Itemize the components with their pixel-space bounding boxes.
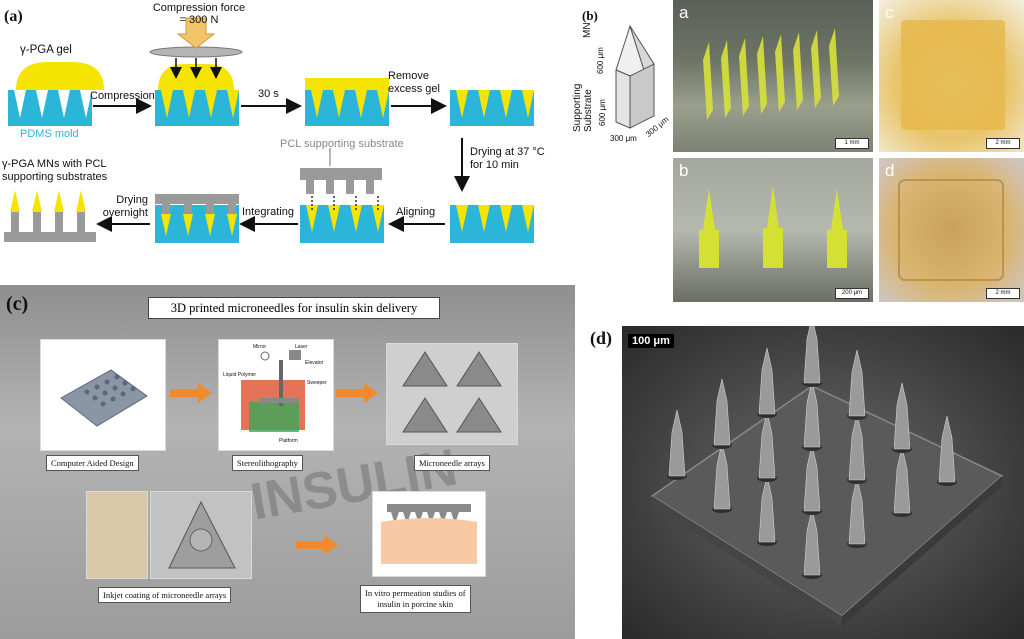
photo-a-letter: a [679, 3, 689, 22]
photo-d-letter: d [885, 161, 895, 180]
arrow-sla-to-arrays [336, 383, 378, 403]
step-aligning-label: Aligning [396, 206, 436, 218]
step-integrating-label: Integrating [242, 206, 294, 218]
mn-label: MN [582, 22, 593, 38]
substrate-height-label: 600 μm [598, 99, 607, 126]
caption-cad: Computer Aided Design [46, 455, 139, 471]
panel-c-label: (c) [6, 293, 29, 315]
panel-d: 100 μm [622, 326, 1024, 639]
microneedle-spike [802, 326, 822, 387]
sla-elevator: Elevator [305, 360, 324, 366]
photo-d-scalebar: 2 mm [986, 288, 1020, 299]
gel-blob-step1 [16, 62, 104, 90]
gel-label: γ-PGA gel [20, 44, 72, 56]
photo-b: b 200 μm [673, 158, 873, 302]
photo-c: c 2 mm [879, 0, 1024, 152]
sla-image: Mirror Laser Elevator Liquid Polymer Swe… [218, 339, 334, 451]
photo-b-scalebar: 200 μm [835, 288, 869, 299]
caption-sla: Stereolithography [232, 455, 303, 471]
photo-c-scalebar: 2 mm [986, 138, 1020, 149]
pdms-mold-step1 [8, 90, 92, 126]
step-drying-overnight-label: Drying overnight [102, 194, 148, 219]
result-label: γ-PGA MNs with PCL supporting substrates [2, 158, 108, 183]
photo-c-letter: c [885, 3, 894, 22]
panel-c: INSULIN (c) 3D printed microneedles for … [0, 285, 575, 639]
caption-permeation: In vitro permeation studies of insulin i… [360, 585, 471, 613]
microneedle-spike [892, 446, 912, 517]
microneedle-spike [667, 409, 687, 480]
microneedle-spike [802, 444, 822, 515]
arrow-cad-to-sla [170, 383, 212, 403]
sla-mirror: Mirror [253, 344, 267, 350]
final-mn-array [4, 190, 96, 242]
compression-force-label: Compression force = 300 N [152, 2, 246, 26]
permeation-image [372, 491, 486, 577]
panel-c-title: 3D printed microneedles for insulin skin… [148, 297, 440, 319]
panel-a: (a) [0, 0, 560, 260]
caption-inkjet: Inkjet coating of microneedle arrays [98, 587, 232, 603]
microneedle-spike [712, 378, 732, 449]
microneedle-spike [757, 475, 777, 546]
panel-d-label: (d) [590, 328, 612, 348]
pcl-substrate-step6 [300, 168, 382, 194]
scale-bar: 100 μm [628, 334, 674, 348]
mn-height-label: 600 μm [596, 47, 605, 74]
sla-platform: Platform [279, 438, 298, 444]
step-remove-gel-label: Remove excess gel [388, 70, 440, 95]
microneedle-spikes [667, 326, 957, 579]
press-plate [149, 17, 243, 58]
step-drying-label: Drying at 37 °C for 10 min [470, 146, 545, 171]
microneedle-spike [802, 380, 822, 451]
microneedle-spike [847, 477, 867, 548]
photo-a: a 1 mm [673, 0, 873, 152]
microneedle-spike [757, 411, 777, 482]
sla-laser: Laser [295, 344, 308, 350]
mn-unit-diagram [615, 24, 655, 129]
sla-liquid-polymer: Liquid Polymer [223, 372, 257, 378]
caption-arrays: Microneedle arrays [414, 455, 490, 471]
sla-sweeper: Sweeper [307, 380, 327, 386]
microneedle-spike [847, 413, 867, 484]
panel-b-label: (b) [582, 8, 598, 23]
panel-a-schematic [4, 17, 534, 243]
panel-a-label: (a) [4, 8, 23, 25]
mold-label: PDMS mold [20, 128, 79, 140]
microneedle-spike [892, 382, 912, 453]
microneedle-spike [847, 349, 867, 420]
width-label-1: 300 μm [610, 134, 637, 143]
cad-image [40, 339, 166, 451]
panel-b: (b) MN 600 μm Supporting Substrate 600 μ… [570, 0, 1024, 305]
photo-d: d 2 mm [879, 158, 1024, 302]
step-30s-label: 30 s [258, 88, 279, 100]
arrow-inkjet-to-permeation [296, 535, 338, 555]
microneedle-spike [937, 415, 957, 486]
inkjet-printer-image [86, 491, 148, 579]
microneedle-spike [757, 347, 777, 418]
coated-microneedle-image [150, 491, 252, 579]
photo-a-scalebar: 1 mm [835, 138, 869, 149]
microneedle-spike [802, 508, 822, 579]
microneedle-spike [712, 442, 732, 513]
pcl-substrate-label: PCL supporting substrate [280, 138, 404, 150]
microneedle-arrays-image [386, 343, 518, 445]
photo-b-letter: b [679, 161, 689, 180]
step-compression-label: Compression [90, 90, 155, 102]
substrate-label: Supporting Substrate [572, 83, 594, 132]
